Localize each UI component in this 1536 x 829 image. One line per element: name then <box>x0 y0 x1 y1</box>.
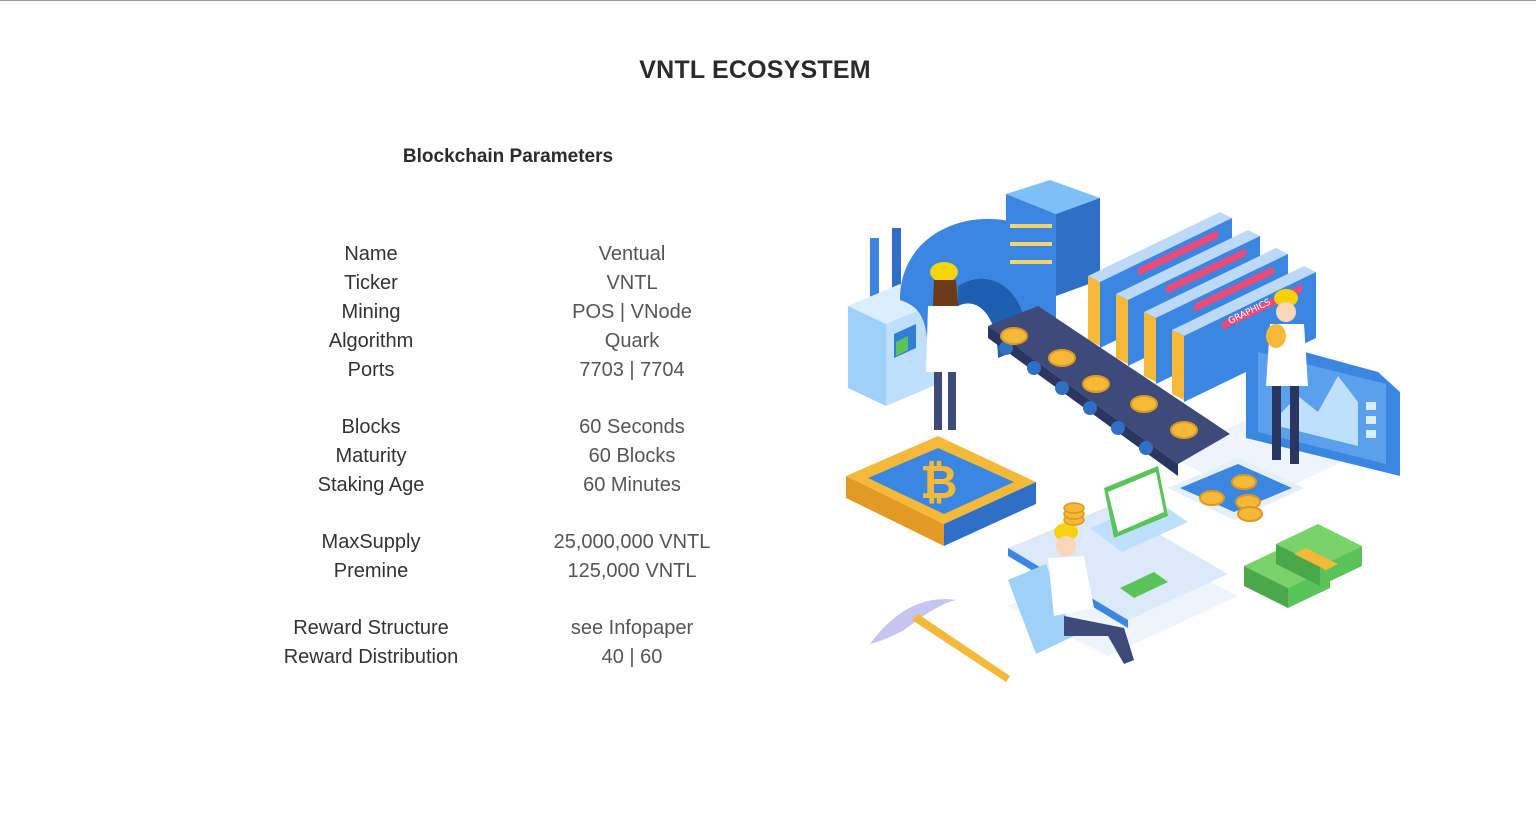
param-value: POS | VNode <box>572 301 692 323</box>
gpu-cards: GRAPHICS <box>1088 212 1316 402</box>
param-value: see Infopaper <box>570 617 694 639</box>
param-row-maxsupply: MaxSupply 25,000,000 VNTL <box>250 528 770 557</box>
param-row-reward-structure: Reward Structure see Infopaper <box>250 614 770 643</box>
worker-desk <box>1048 523 1134 664</box>
param-label: Blocks <box>341 416 401 438</box>
param-label: Staking Age <box>317 474 425 496</box>
param-row-staking-age: Staking Age 60 Minutes <box>250 471 770 500</box>
param-label: Reward Structure <box>293 617 449 639</box>
param-label: Mining <box>341 301 401 323</box>
param-value: 60 Blocks <box>588 445 676 467</box>
param-label: Premine <box>333 560 409 582</box>
param-row-maturity: Maturity 60 Blocks <box>250 442 770 471</box>
bitcoin-chip: ₿ <box>846 436 1036 546</box>
param-label: MaxSupply <box>321 531 421 553</box>
param-row-name: Name Ventual <box>250 240 770 269</box>
bitcoin-symbol: ₿ <box>920 455 958 509</box>
param-value: 60 Minutes <box>583 474 681 496</box>
param-value: 40 | 60 <box>601 646 663 668</box>
param-value: Ventual <box>598 243 666 265</box>
param-label: Name <box>344 243 398 265</box>
param-label: Algorithm <box>328 330 414 352</box>
top-divider <box>0 0 1536 1</box>
param-value: 7703 | 7704 <box>579 359 685 381</box>
param-row-algorithm: Algorithm Quark <box>250 327 770 356</box>
param-value: 25,000,000 VNTL <box>553 531 711 553</box>
param-value: 125,000 VNTL <box>567 560 697 582</box>
param-row-premine: Premine 125,000 VNTL <box>250 557 770 586</box>
param-row-reward-distribution: Reward Distribution 40 | 60 <box>250 643 770 672</box>
crypto-mining-illustration: GRAPHICS ₿ <box>846 180 1400 682</box>
pickaxe <box>870 599 1010 682</box>
money-stack <box>1244 524 1362 608</box>
param-row-blocks: Blocks 60 Seconds <box>250 413 770 442</box>
page-title: VNTL ECOSYSTEM <box>639 56 871 84</box>
worker-right <box>1266 289 1308 464</box>
coins-on-belt <box>1000 327 1198 439</box>
param-label: Maturity <box>335 445 407 467</box>
param-row-mining: Mining POS | VNode <box>250 298 770 327</box>
worker-left <box>926 262 966 430</box>
param-label: Ticker <box>344 272 398 294</box>
param-value: 60 Seconds <box>579 416 685 438</box>
section-title: Blockchain Parameters <box>402 146 614 167</box>
param-row-ticker: Ticker VNTL <box>250 269 770 298</box>
param-label: Ports <box>347 359 395 381</box>
param-label: Reward Distribution <box>283 646 459 668</box>
param-row-ports: Ports 7703 | 7704 <box>250 356 770 385</box>
param-value: VNTL <box>606 272 658 294</box>
param-value: Quark <box>604 330 660 352</box>
